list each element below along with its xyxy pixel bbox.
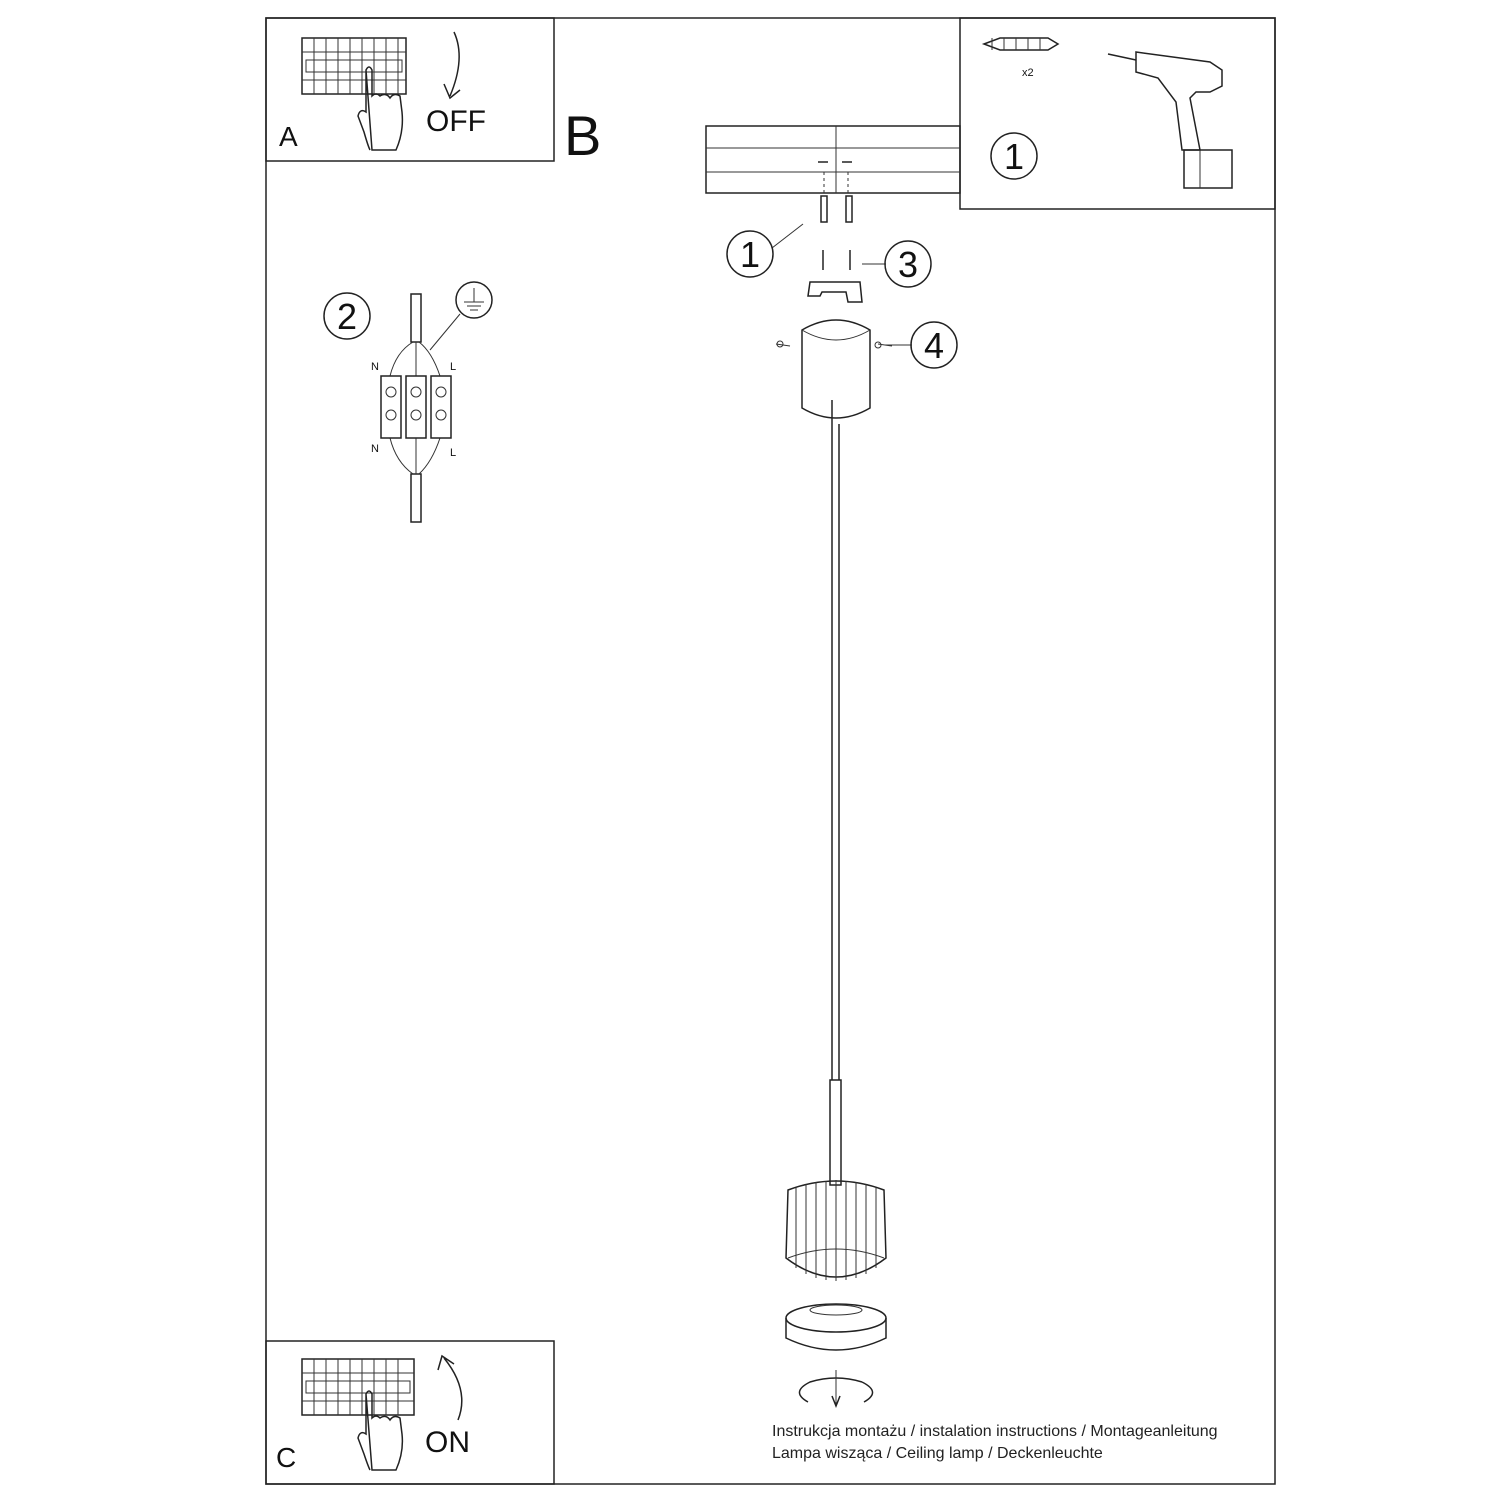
svg-text:3: 3 [898, 244, 918, 285]
wiring-diagram: 2 N L N L [323, 281, 493, 523]
wire-label-n-bottom: N [371, 443, 379, 455]
panel-b-letter: B [564, 104, 601, 167]
hand-icon [357, 66, 404, 151]
rotate-arrows-icon [798, 1370, 874, 1409]
mounting-screws [822, 250, 851, 270]
wall-plug-icon [981, 37, 1060, 51]
panel-a-letter: A [279, 121, 298, 152]
step-2-badge: 2 [323, 292, 371, 340]
canopy [775, 319, 893, 419]
footer-line-2: Lampa wisząca / Ceiling lamp / Deckenleu… [772, 1445, 1103, 1462]
wire-label-l-top: L [450, 361, 456, 373]
breaker-box-icon [301, 1358, 415, 1416]
ground-symbol-icon [429, 281, 493, 351]
panel-c: C ON [265, 1340, 555, 1485]
wall-plugs [820, 195, 853, 223]
mounting-bracket [807, 281, 863, 303]
suspension-cable [831, 400, 840, 1080]
svg-text:2: 2 [337, 296, 357, 337]
arrow-down-icon [443, 31, 461, 100]
tools-step-badge: 1 [990, 132, 1038, 180]
sheet-frame [265, 17, 1276, 1485]
drill-icon [1107, 51, 1233, 189]
svg-text:1: 1 [740, 234, 760, 275]
panel-c-letter: C [276, 1442, 296, 1473]
ceiling-section [705, 125, 961, 194]
lamp-shade [785, 1180, 887, 1281]
breaker-box-icon [301, 37, 407, 95]
footer-line-1: Instrukcja montażu / instalation instruc… [772, 1423, 1218, 1440]
step-1-badge: 1 [726, 223, 804, 278]
cable-sleeve [829, 1079, 842, 1186]
panel-a-action: OFF [426, 105, 486, 138]
wire-label-n-top: N [371, 361, 379, 373]
panel-a: A OFF [265, 17, 555, 162]
anchor-quantity: x2 [1022, 67, 1034, 79]
panel-c-action: ON [425, 1426, 470, 1459]
step-4-badge: 4 [885, 321, 958, 369]
light-bulb-disc [785, 1303, 887, 1351]
svg-text:4: 4 [924, 325, 944, 366]
tools-panel: x2 1 [959, 17, 1276, 210]
hand-icon [357, 1390, 404, 1471]
footer-caption: Instrukcja montażu / instalation instruc… [772, 1421, 1218, 1465]
arrow-up-icon [437, 1354, 463, 1421]
wire-label-l-bottom: L [450, 447, 456, 459]
svg-text:1: 1 [1004, 136, 1024, 177]
step-3-badge: 3 [862, 240, 932, 288]
